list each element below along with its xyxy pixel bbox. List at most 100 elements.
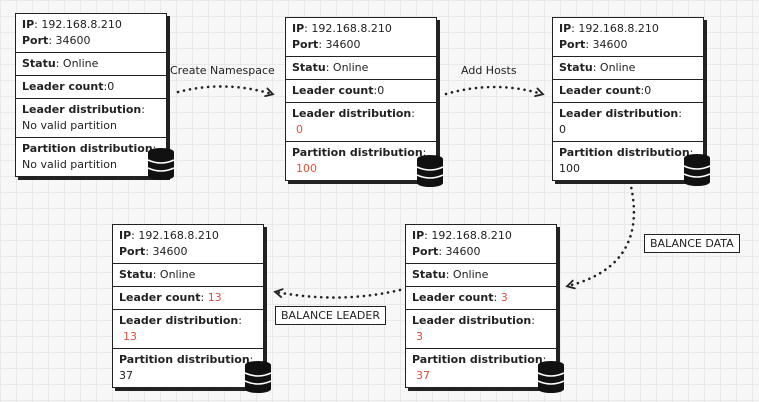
- statu-value: Online: [599, 61, 636, 74]
- statu-value: Online: [452, 268, 489, 281]
- ip-label: IP: [292, 22, 305, 35]
- port-label: Port: [22, 34, 49, 47]
- leader-distribution-label: Leader distribution: [22, 103, 142, 116]
- port-label: Port: [559, 38, 586, 51]
- port-label: Port: [292, 38, 319, 51]
- partition-distribution-value: 37: [119, 369, 133, 382]
- host-card-4: IP: 192.168.8.210 Port: 34600 Statu: Onl…: [405, 224, 557, 388]
- leader-distribution-row: Leader distribution: 0: [553, 103, 703, 142]
- leader-distribution-row: Leader distribution: 13: [113, 310, 263, 349]
- database-icon: [244, 361, 272, 393]
- port-value: 34600: [445, 245, 481, 258]
- host-card-2: IP: 192.168.8.210 Port: 34600 Statu: Onl…: [285, 17, 437, 181]
- port-label: Port: [412, 245, 439, 258]
- leader-count-value: 3: [500, 291, 508, 304]
- partition-distribution-row: Partition distribution: No valid partiti…: [16, 138, 166, 176]
- leader-distribution-value: 3: [416, 330, 423, 343]
- leader-count-label: Leader count: [22, 80, 104, 93]
- arrow-create-namespace: [176, 85, 275, 98]
- ip-label: IP: [22, 18, 35, 31]
- leader-distribution-value: 13: [123, 330, 137, 343]
- ip-port-row: IP: 192.168.8.210 Port: 34600: [406, 225, 556, 264]
- database-icon: [537, 361, 565, 393]
- edge-label-balance-data: BALANCE DATA: [644, 234, 740, 253]
- leader-count-value: 0: [377, 84, 385, 97]
- partition-distribution-label: Partition distribution: [412, 353, 543, 366]
- ip-label: IP: [559, 22, 572, 35]
- arrow-balance-data: [565, 180, 636, 290]
- arrow-add-hosts: [444, 85, 545, 98]
- statu-row: Statu: Online: [16, 53, 166, 76]
- ip-value: 192.168.8.210: [578, 22, 659, 35]
- leader-count-row: Leader count:0: [286, 80, 436, 103]
- leader-distribution-label: Leader distribution: [119, 314, 239, 327]
- database-icon: [147, 148, 175, 180]
- arrow-balance-leader: [273, 288, 402, 299]
- port-value: 34600: [325, 38, 361, 51]
- leader-distribution-value: No valid partition: [22, 119, 117, 132]
- partition-distribution-row: Partition distribution: 100: [553, 142, 703, 180]
- ip-label: IP: [119, 229, 132, 242]
- ip-port-row: IP: 192.168.8.210 Port: 34600: [113, 225, 263, 264]
- database-icon: [683, 154, 711, 186]
- leader-count-value: 0: [107, 80, 115, 93]
- host-card-1: IP: 192.168.8.210 Port: 34600 Statu: Onl…: [15, 13, 167, 177]
- leader-distribution-value: 0: [296, 123, 303, 136]
- statu-label: Statu: [119, 268, 153, 281]
- port-value: 34600: [55, 34, 91, 47]
- statu-label: Statu: [292, 61, 326, 74]
- edge-label-create-namespace: Create Namespace: [170, 64, 275, 77]
- leader-distribution-value: 0: [559, 123, 566, 136]
- ip-port-row: IP: 192.168.8.210 Port: 34600: [16, 14, 166, 53]
- ip-value: 192.168.8.210: [41, 18, 122, 31]
- statu-value: Online: [332, 61, 369, 74]
- leader-distribution-row: Leader distribution: 0: [286, 103, 436, 142]
- partition-distribution-value: No valid partition: [22, 158, 117, 171]
- leader-count-value: 0: [644, 84, 652, 97]
- leader-count-row: Leader count:0: [16, 76, 166, 99]
- port-label: Port: [119, 245, 146, 258]
- leader-count-separator: :: [493, 291, 501, 304]
- statu-label: Statu: [22, 57, 56, 70]
- ip-port-row: IP: 192.168.8.210 Port: 34600: [286, 18, 436, 57]
- partition-distribution-row: Partition distribution: 37: [406, 349, 556, 387]
- host-card-3: IP: 192.168.8.210 Port: 34600 Statu: Onl…: [552, 17, 704, 181]
- leader-count-label: Leader count: [559, 84, 641, 97]
- statu-row: Statu: Online: [406, 264, 556, 287]
- leader-distribution-row: Leader distribution: 3: [406, 310, 556, 349]
- edge-label-balance-leader: BALANCE LEADER: [275, 306, 386, 325]
- edge-label-add-hosts: Add Hosts: [461, 64, 517, 77]
- statu-label: Statu: [412, 268, 446, 281]
- partition-distribution-row: Partition distribution: 100: [286, 142, 436, 180]
- leader-distribution-label: Leader distribution: [559, 107, 679, 120]
- leader-distribution-label: Leader distribution: [292, 107, 412, 120]
- ip-label: IP: [412, 229, 425, 242]
- statu-value: Online: [159, 268, 196, 281]
- leader-count-separator: :: [200, 291, 208, 304]
- port-value: 34600: [152, 245, 188, 258]
- leader-count-separator: :: [640, 84, 645, 97]
- statu-row: Statu: Online: [113, 264, 263, 287]
- leader-distribution-row: Leader distribution: No valid partition: [16, 99, 166, 138]
- ip-value: 192.168.8.210: [431, 229, 512, 242]
- leader-count-value: 13: [207, 291, 222, 304]
- ip-value: 192.168.8.210: [138, 229, 219, 242]
- ip-value: 192.168.8.210: [311, 22, 392, 35]
- leader-count-label: Leader count: [292, 84, 374, 97]
- host-card-5: IP: 192.168.8.210 Port: 34600 Statu: Onl…: [112, 224, 264, 388]
- partition-distribution-label: Partition distribution: [119, 353, 250, 366]
- statu-label: Statu: [559, 61, 593, 74]
- partition-distribution-label: Partition distribution: [292, 146, 423, 159]
- leader-distribution-label: Leader distribution: [412, 314, 532, 327]
- partition-distribution-row: Partition distribution: 37: [113, 349, 263, 387]
- leader-count-label: Leader count: [119, 291, 201, 304]
- partition-distribution-value: 37: [416, 369, 430, 382]
- partition-distribution-label: Partition distribution: [22, 142, 153, 155]
- leader-count-row: Leader count:0: [553, 80, 703, 103]
- leader-count-separator: :: [373, 84, 378, 97]
- partition-distribution-value: 100: [296, 162, 317, 175]
- leader-count-label: Leader count: [412, 291, 494, 304]
- statu-row: Statu: Online: [553, 57, 703, 80]
- statu-value: Online: [62, 57, 99, 70]
